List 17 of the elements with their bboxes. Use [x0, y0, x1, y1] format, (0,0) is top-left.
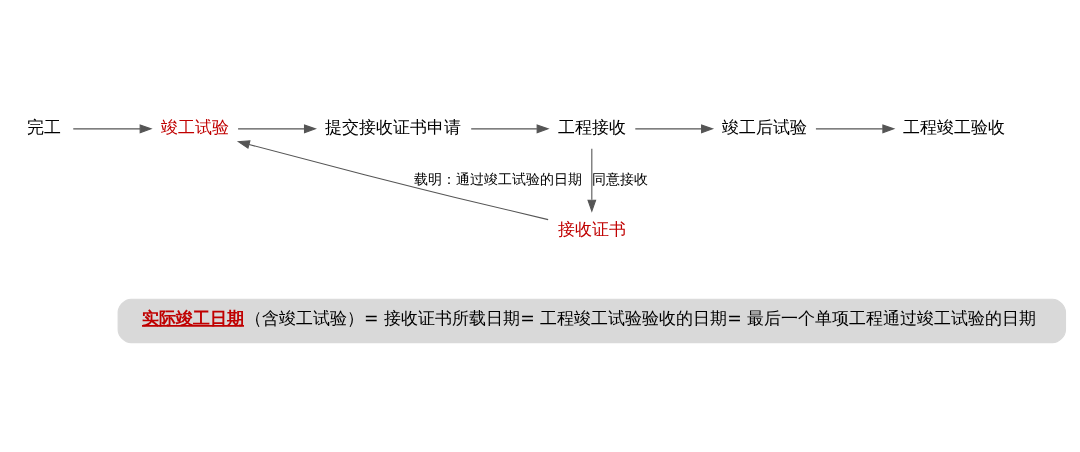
arrow [815, 124, 896, 134]
node-text: 接收证书 [557, 219, 626, 240]
arrow [236, 140, 549, 221]
arrow [470, 124, 550, 134]
node-text: 工程竣工验收 [903, 117, 1006, 137]
arrow [237, 124, 317, 134]
arrow [587, 148, 597, 213]
node-text: 竣工后试验 [721, 117, 807, 137]
node-text: 竣工试验 [160, 117, 229, 137]
node-text: 完工 [26, 117, 61, 137]
node-text: 提交接收证书申请 [325, 117, 462, 137]
edge-label: 载明：通过竣工试验的日期 [414, 170, 583, 187]
arrow [634, 124, 715, 134]
node-box: 实际竣工日期（含竣工试验）= 接收证书所载日期= 工程竣工试验验收的日期= 最后一个单项工程通过竣工试验的日期 [117, 298, 1067, 344]
edge-label: 同意接收 [592, 170, 649, 187]
node-text: 工程接收 [557, 117, 626, 137]
arrow [72, 124, 153, 134]
